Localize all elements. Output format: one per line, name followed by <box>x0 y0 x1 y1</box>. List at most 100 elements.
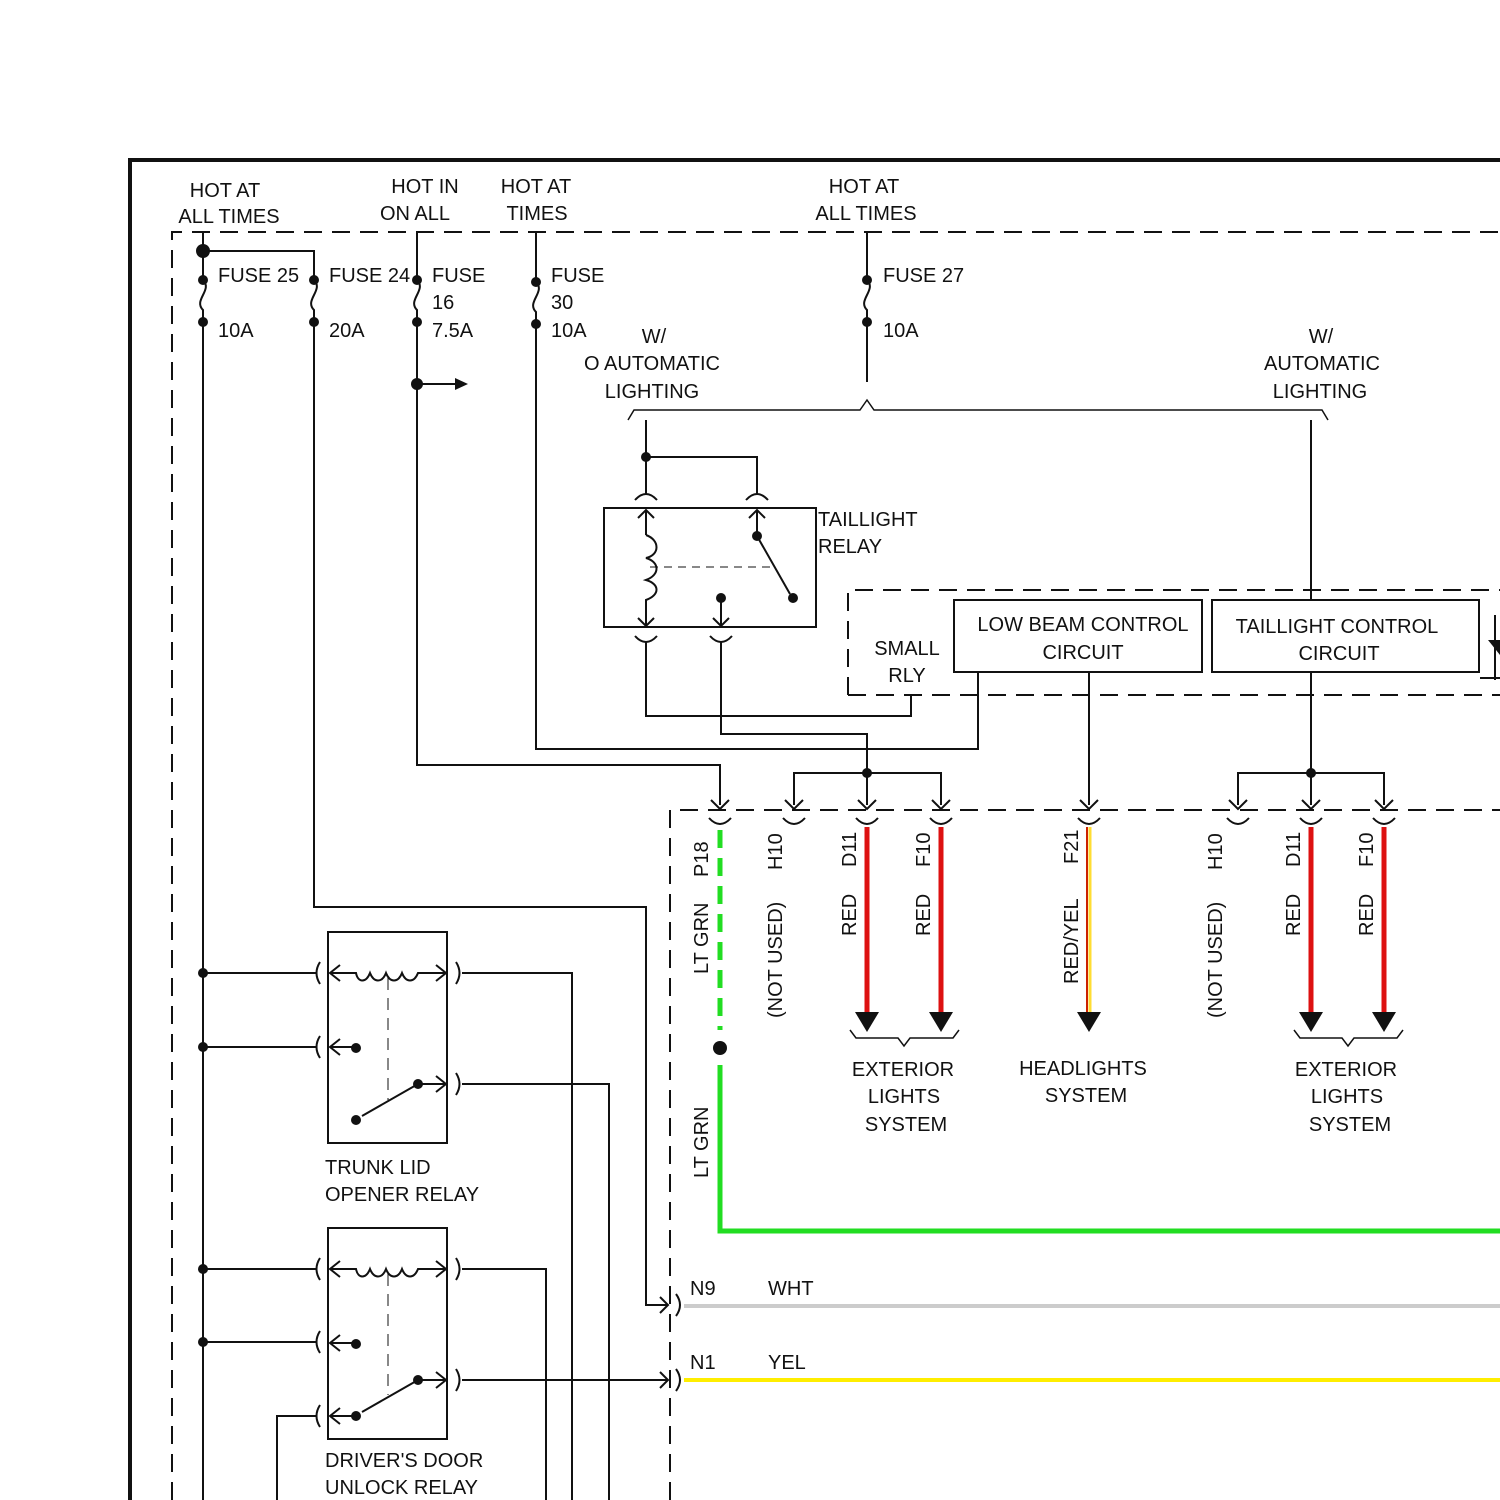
fuse-terminal <box>309 317 319 327</box>
option-without-1: W/ <box>642 326 667 348</box>
fuse-25-rating: 10A <box>218 320 254 342</box>
switch-contact <box>351 1339 361 1349</box>
relay-pin-arrow <box>638 510 654 535</box>
taillight-control-label-1: TAILLIGHT CONTROL <box>1236 616 1439 638</box>
taillight-relay-label-2: RELAY <box>818 536 882 558</box>
dest-headlights-1: HEADLIGHTS <box>1019 1058 1147 1080</box>
relay-input-wire <box>203 1269 316 1500</box>
fuse-30-label-1: FUSE <box>551 265 604 287</box>
connector-socket <box>635 636 732 642</box>
wire-color-n1: YEL <box>768 1352 806 1374</box>
source-label-1b: ALL TIMES <box>178 206 279 228</box>
fuse-16-wire <box>414 232 720 805</box>
arrow-right-icon <box>455 378 468 390</box>
junction-dot <box>862 768 872 778</box>
relay-pin-arrow <box>713 598 729 626</box>
fuse-25-symbol <box>200 280 206 322</box>
source-label-3b: TIMES <box>506 203 567 225</box>
low-beam-label-2: CIRCUIT <box>1042 642 1123 664</box>
trunk-relay-label-2: OPENER RELAY <box>325 1184 479 1206</box>
fuse-terminal <box>862 317 872 327</box>
wire-color-f21: RED/YEL <box>1061 898 1083 984</box>
wire-color-p18: LT GRN <box>691 903 713 975</box>
relay-output-wire <box>646 642 911 773</box>
junction-dot <box>196 244 210 258</box>
fuse-16-rating: 7.5A <box>432 320 474 342</box>
switch-contact <box>413 1079 423 1089</box>
fuse-terminal <box>198 317 208 327</box>
pin-d11-left: D11 <box>839 832 861 867</box>
fuse-terminal <box>412 275 422 285</box>
option-with-1: W/ <box>1309 326 1334 348</box>
splice-dot <box>713 1041 727 1055</box>
pin-p18: P18 <box>691 841 713 877</box>
wire-color-f10-right: RED <box>1356 894 1378 936</box>
junction-dot <box>641 452 651 462</box>
source-label-4b: ALL TIMES <box>815 203 916 225</box>
fuse-16-label-1: FUSE <box>432 265 485 287</box>
junction-dot <box>198 1337 208 1347</box>
fuse-16-label-2: 16 <box>432 292 454 314</box>
wire-color-lt-grn-lower: LT GRN <box>691 1107 713 1179</box>
pin-h10-right: H10 <box>1205 833 1227 870</box>
small-rly-label-1: SMALL <box>874 638 940 660</box>
pin-d11-right: D11 <box>1283 832 1305 867</box>
dest-exterior-right-2: LIGHTS <box>1311 1086 1383 1108</box>
taillight-control-label-2: CIRCUIT <box>1298 643 1379 665</box>
fuse-25-label: FUSE 25 <box>218 265 299 287</box>
source-label-4a: HOT AT <box>829 176 899 198</box>
dest-headlights-2: SYSTEM <box>1045 1085 1127 1107</box>
pin-f21: F21 <box>1061 830 1083 864</box>
fuse-24-rating: 20A <box>329 320 365 342</box>
junction-dot <box>198 1264 208 1274</box>
dest-exterior-left-1: EXTERIOR <box>852 1059 954 1081</box>
source-label-1a: HOT AT <box>190 180 260 202</box>
fuse-24-label: FUSE 24 <box>329 265 410 287</box>
relay-feed-wire <box>646 420 757 494</box>
wire-color-d11-left: RED <box>839 894 861 936</box>
arrow-down-icon <box>1372 1012 1396 1032</box>
dest-exterior-left-2: LIGHTS <box>868 1086 940 1108</box>
option-without-3: LIGHTING <box>605 381 699 403</box>
switch-contact <box>351 1115 361 1125</box>
arrow-down-icon <box>1299 1012 1323 1032</box>
fuse-terminal <box>862 275 872 285</box>
relay-switch <box>362 1076 446 1116</box>
wire-color-f10-left: RED <box>913 894 935 936</box>
low-beam-label-1: LOW BEAM CONTROL <box>977 614 1188 636</box>
relay-box <box>328 932 447 1143</box>
junction-dot <box>1306 768 1316 778</box>
door-relay-label-1: DRIVER'S DOOR <box>325 1450 483 1472</box>
option-with-3: LIGHTING <box>1273 381 1367 403</box>
junction-dot <box>198 1042 208 1052</box>
connector-socket <box>635 494 768 500</box>
junction-dot <box>198 968 208 978</box>
source-label-3a: HOT AT <box>501 176 571 198</box>
wire-color-d11-right: RED <box>1283 894 1305 936</box>
taillight-relay <box>604 420 911 773</box>
destination-brace <box>1294 1030 1403 1046</box>
trunk-lid-opener-relay <box>198 932 609 1500</box>
pin-h10-left: H10 <box>765 833 787 870</box>
relay-input-wire <box>203 973 316 1047</box>
fuse-27-label: FUSE 27 <box>883 265 964 287</box>
switch-contact <box>351 1411 361 1421</box>
switch-contact <box>752 531 762 541</box>
switch-contact <box>413 1375 423 1385</box>
destination-brace <box>850 1030 959 1046</box>
fuse-terminal <box>531 277 541 287</box>
arrow-down-icon <box>855 1012 879 1032</box>
relay-box <box>328 1228 447 1439</box>
source-label-2b: ON ALL <box>380 203 450 225</box>
door-relay-label-2: UNLOCK RELAY <box>325 1477 478 1499</box>
fuse-30-label-2: 30 <box>551 292 573 314</box>
relay-switch <box>749 510 790 594</box>
source-label-2a: HOT IN <box>391 176 458 198</box>
switch-contact <box>788 593 798 603</box>
dest-exterior-left-3: SYSTEM <box>865 1114 947 1136</box>
relay-output-wire <box>462 1269 668 1500</box>
pin-f10-left: F10 <box>913 833 935 867</box>
option-with-2: AUTOMATIC <box>1264 353 1380 375</box>
wire-color-h10-left: (NOT USED) <box>765 902 787 1018</box>
pin-n1: N1 <box>690 1352 716 1374</box>
